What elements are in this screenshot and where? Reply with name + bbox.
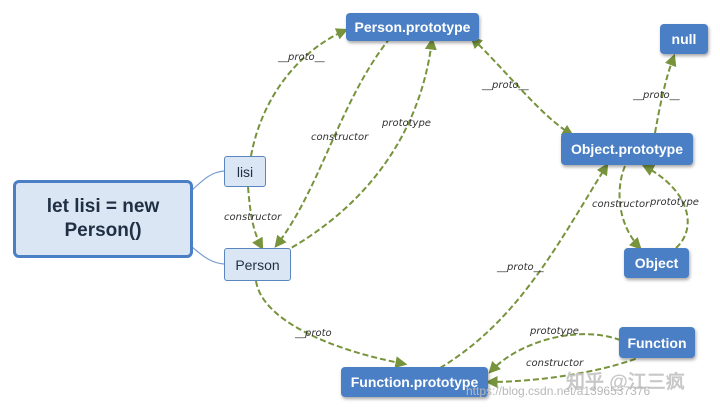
node-object-prototype: Object.prototype [561, 133, 693, 165]
arrow-lisi-proto [250, 28, 349, 157]
node-function-prototype: Function.prototype [341, 367, 488, 397]
main-to-lisi-connector [191, 170, 225, 191]
arrow-object-prototype [641, 164, 689, 249]
edge-label-function-constructor: constructor [526, 358, 584, 369]
edge-label-objectproto-proto: __proto__ [633, 90, 680, 101]
node-function: Function [619, 327, 695, 358]
arrow-person-prototype [283, 37, 437, 253]
node-lisi: lisi [224, 156, 266, 187]
edge-label-lisi-proto: __proto__ [278, 52, 325, 63]
edge-label-person-prototype: prototype [382, 118, 431, 129]
edge-label-function-prototype: prototype [530, 326, 579, 337]
arrow-person-constructor [274, 37, 391, 248]
node-null: null [660, 24, 708, 54]
main-statement-line1: let lisi = new [46, 196, 160, 217]
arrow-personproto-proto [470, 36, 575, 137]
main-to-person-connector [191, 246, 225, 265]
node-person-prototype: Person.prototype [346, 13, 479, 41]
main-statement-box: let lisi = new Person() [13, 180, 193, 258]
edge-label-person-proto: __proto [295, 328, 332, 339]
edge-label-personproto-proto: __proto__ [482, 80, 529, 91]
arrow-objectproto-proto [654, 53, 677, 134]
node-object: Object [624, 248, 689, 278]
main-statement-line2: Person() [64, 220, 142, 241]
edge-label-person-constructor: constructor [311, 132, 369, 143]
edge-label-object-prototype: prototype [650, 197, 699, 208]
watermark-url: https://blog.csdn.net/a1396537376 [466, 384, 651, 398]
edge-label-functionproto-proto: __proto__ [497, 262, 544, 273]
node-person: Person [224, 248, 291, 281]
arrow-lisi-constructor [247, 186, 264, 251]
edge-label-lisi-constructor: constructor [224, 212, 282, 223]
watermark-brand: 知乎 @江三疯 [566, 372, 685, 393]
arrow-function-constructor [485, 357, 639, 388]
edge-label-object-constructor: constructor [592, 199, 650, 210]
arrow-person-proto [255, 280, 408, 369]
